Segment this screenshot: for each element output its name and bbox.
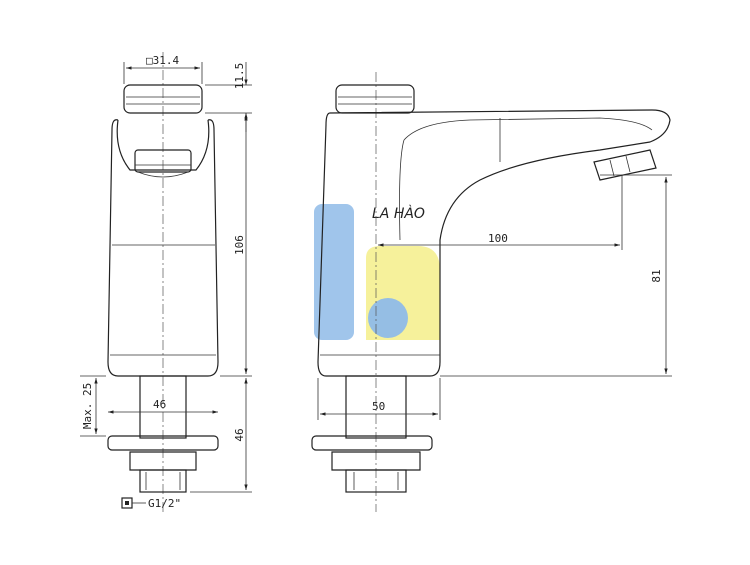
brand-watermark-logo: LA HÀO: [314, 204, 440, 340]
dim-top-square: □31.4: [123, 54, 203, 84]
side-view: 100 81 50: [311, 72, 672, 512]
dim-body-height-label: 106: [233, 235, 246, 255]
watermark-blue-dot: [368, 298, 408, 338]
dim-max-thickness: Max. 25: [80, 375, 106, 437]
front-shank: [107, 375, 219, 493]
thread-callout: G1/2": [121, 497, 181, 510]
front-body: [107, 119, 219, 377]
dim-max-thickness-label: Max. 25: [81, 383, 94, 429]
front-view: □31.4 11.5 106 46 Max. 25: [80, 52, 252, 512]
dim-spout-reach: 100: [378, 175, 623, 250]
side-shank: [311, 375, 433, 493]
front-cap: [123, 84, 203, 114]
dim-spout-height-label: 81: [650, 269, 663, 282]
watermark-brand-text: LA HÀO: [372, 205, 425, 222]
dim-body-height: 106: [220, 115, 252, 377]
dim-cap-height-label: 11.5: [233, 63, 246, 90]
dim-base-width-side: 50: [317, 378, 441, 420]
watermark-blue-bar: [314, 204, 354, 340]
dim-shank-length: 46: [190, 378, 252, 493]
dim-spout-height: 81: [440, 174, 672, 377]
dim-spout-reach-label: 100: [488, 232, 508, 245]
dim-base-width-side-label: 50: [372, 400, 385, 413]
side-body: [317, 109, 671, 377]
dim-base-width-front-label: 46: [153, 398, 166, 411]
dim-shank-length-label: 46: [233, 428, 246, 441]
side-cap: [335, 84, 415, 114]
dim-base-width-front: 46: [108, 398, 218, 414]
thread-label: G1/2": [148, 497, 181, 510]
dim-top-square-label: □31.4: [146, 54, 179, 67]
